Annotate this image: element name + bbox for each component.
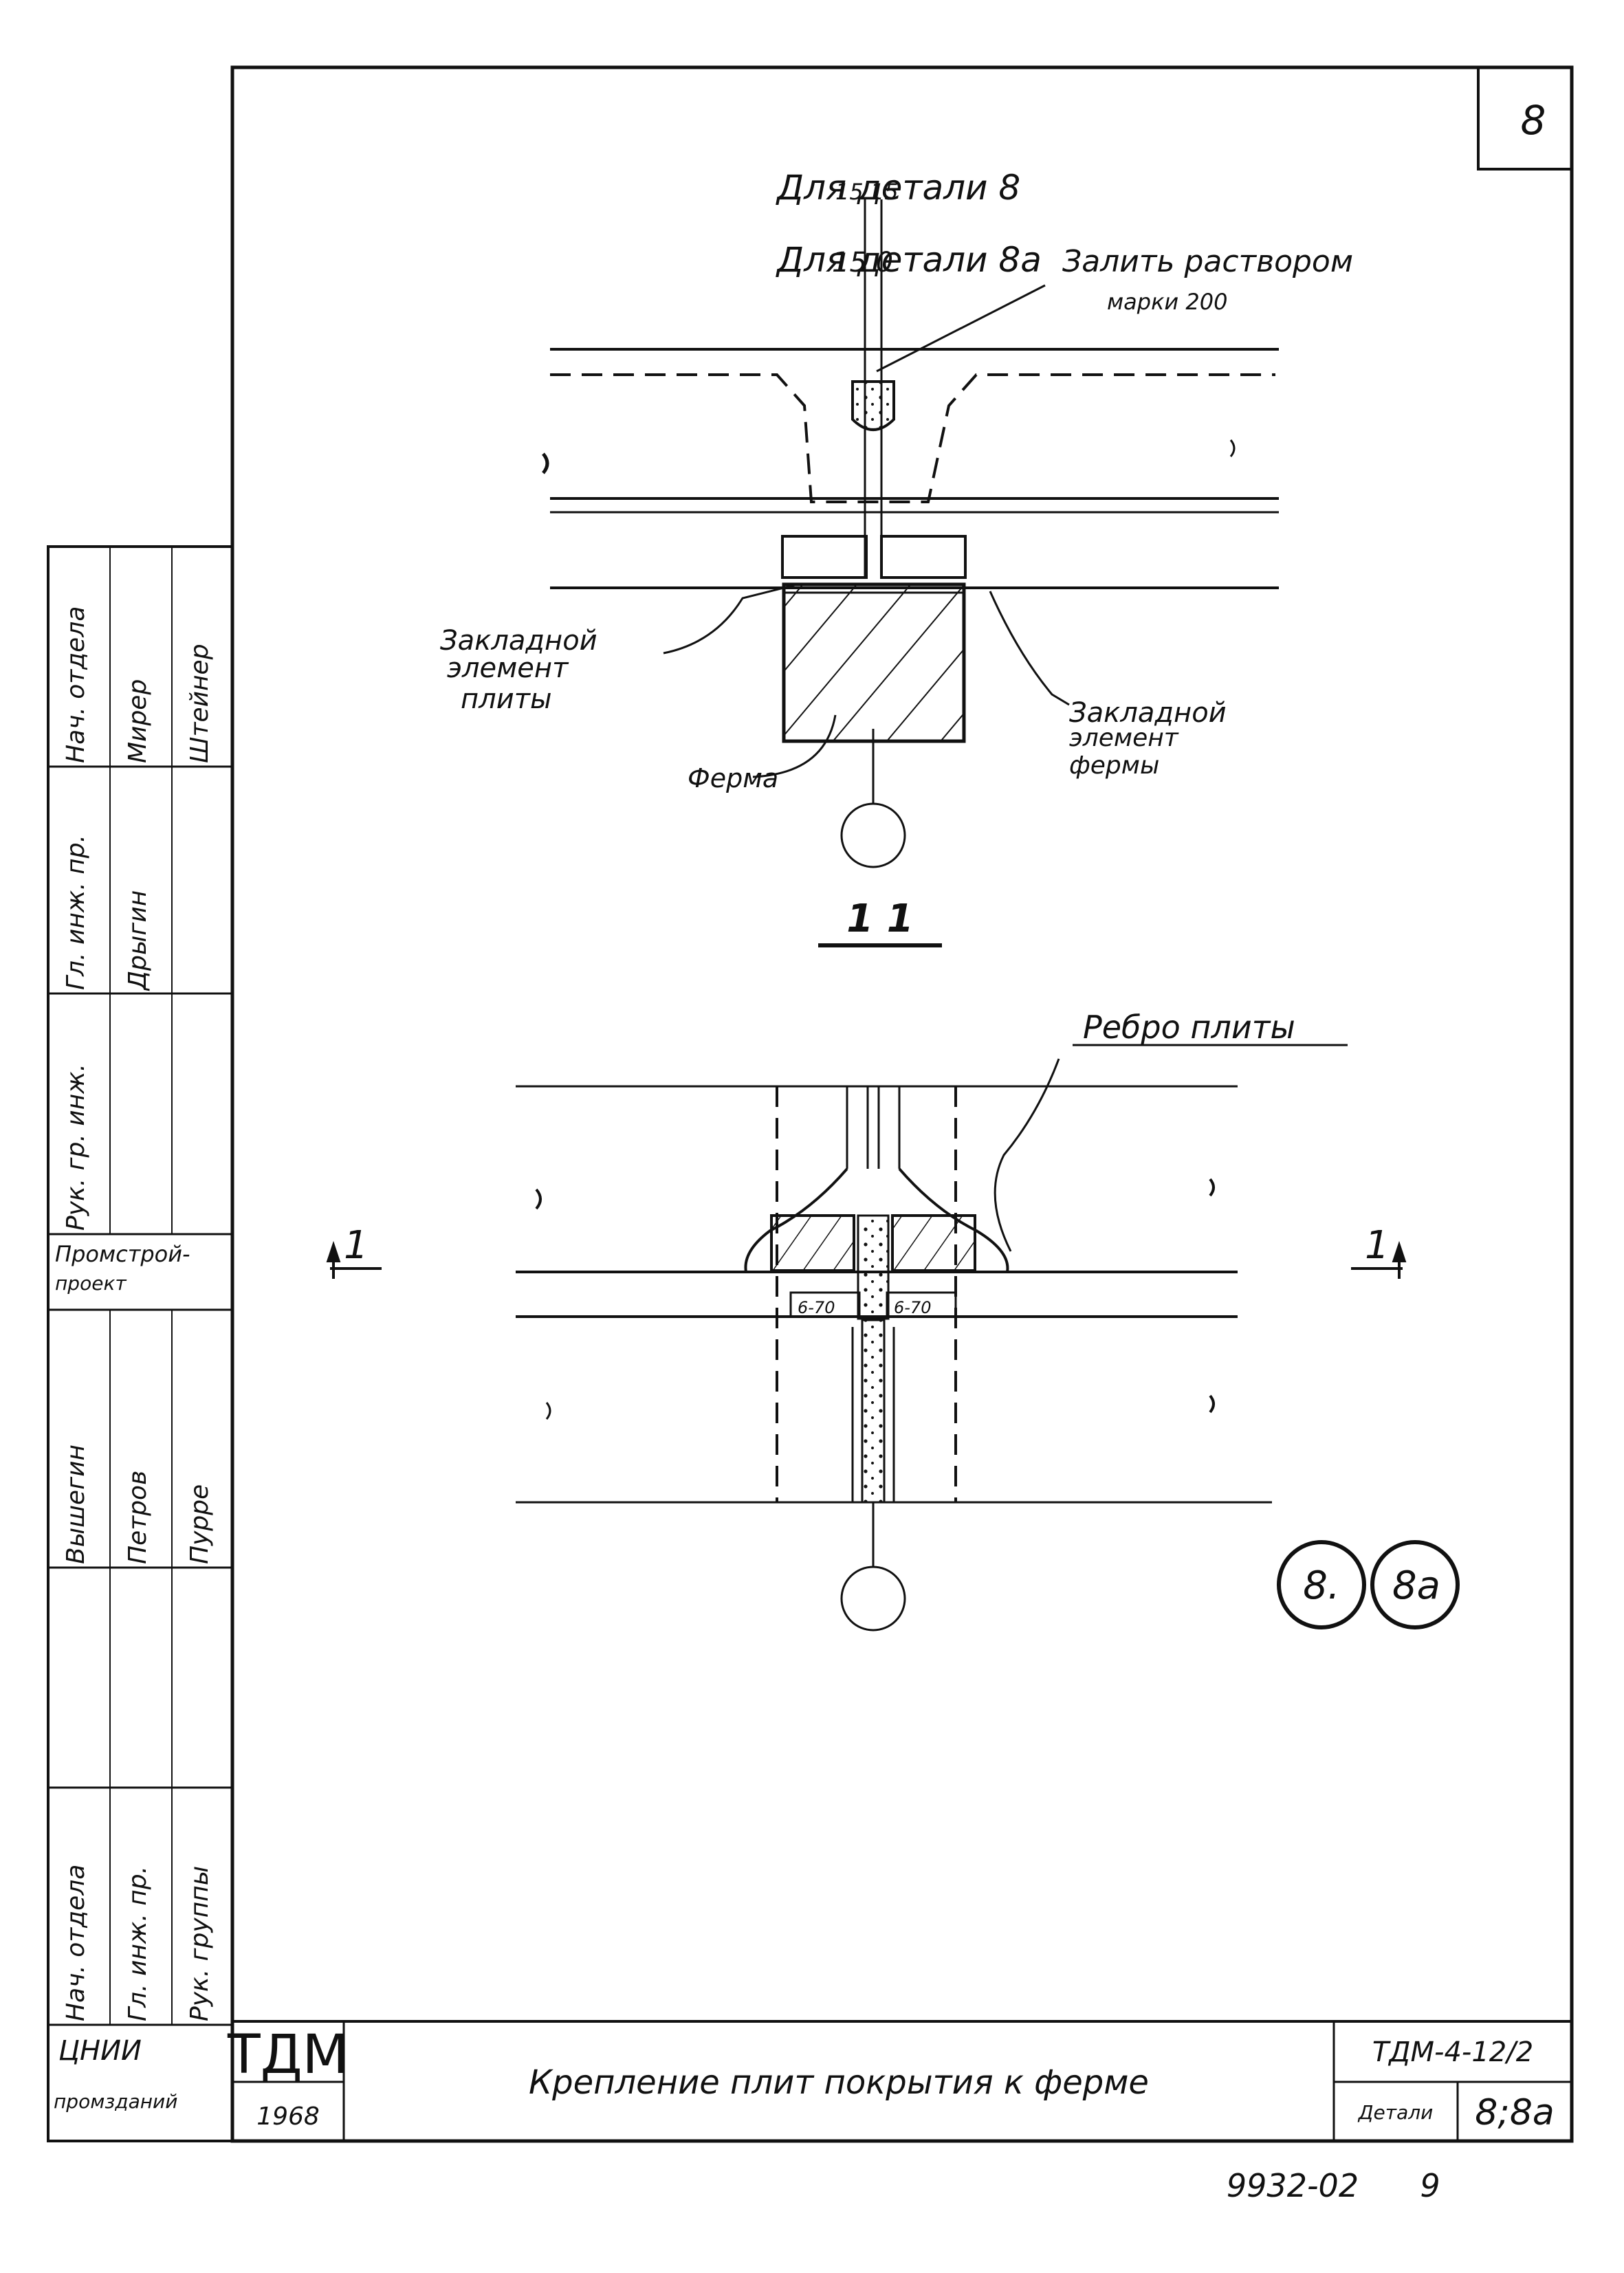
name-petrov: Петров: [124, 1470, 152, 1564]
weld-left: 6-70: [798, 1298, 835, 1317]
logo-tdm: ТДМ: [227, 2024, 349, 2086]
name-shteiner: Штейнер: [186, 644, 214, 763]
name-mirer: Мирер: [124, 679, 152, 763]
name-purre: Пурре: [186, 1484, 214, 1564]
marker-8-text: 8.: [1303, 1563, 1339, 1608]
role-head-dept-2: Нач. отдела: [62, 1864, 90, 2021]
signature-strip: [47, 545, 234, 2142]
label-truss-embed-3: фермы: [1069, 751, 1159, 780]
org-promstroy-2: проект: [55, 1272, 127, 1295]
axis-bubble-upper: [840, 802, 906, 868]
detail-marker-8a: [1370, 1540, 1460, 1629]
label-detail-8a-dims: 15 0: [832, 247, 893, 278]
drawing-code: ТДМ-4-12/2: [1372, 2036, 1533, 2068]
sheet-number: 8: [1521, 97, 1546, 144]
marker-8a-text: 8а: [1392, 1563, 1440, 1608]
plan-view: [326, 1044, 1460, 1632]
weld-right: 6-70: [894, 1298, 931, 1317]
axis-bubble-lower: [840, 1566, 906, 1632]
page-number: 9: [1420, 2167, 1440, 2204]
detail-marker-8: [1277, 1540, 1366, 1629]
elevation-view: [542, 199, 1279, 947]
label-detail-8a: Для детали 8а: [776, 240, 1042, 280]
role-group-lead-1: Рук. гр. инж.: [62, 1063, 90, 1231]
label-plate-embed-2: элемент: [447, 652, 569, 684]
label-rib: Ребро плиты: [1083, 1009, 1295, 1046]
section-label: 1 1: [846, 897, 913, 941]
org-promstroy-1: Промстрой-: [55, 1241, 190, 1267]
sheet-number-box: [1477, 66, 1573, 171]
detail-label: Детали: [1357, 2101, 1434, 2124]
role-group-lead-2: Рук. группы: [186, 1865, 214, 2021]
title-year: 1968: [256, 2102, 320, 2131]
drawing-title: Крепление плит покрытия к ферме: [529, 2063, 1149, 2102]
sheet-frame: [47, 65, 1574, 2143]
label-plate-embed-3: плиты: [461, 683, 552, 715]
cut-mark-right: 1: [1365, 1223, 1390, 1268]
cut-mark-left: 1: [344, 1223, 369, 1268]
label-truss-embed-2: элемент: [1069, 724, 1179, 752]
label-plate-embed-1: Закладной: [440, 625, 597, 657]
org-tsnii-2: промзданий: [54, 2090, 178, 2113]
archive-number: 9932-02: [1227, 2167, 1359, 2204]
label-truss: Ферма: [688, 763, 778, 793]
role-head-dept-1: Нач. отдела: [62, 606, 90, 763]
detail-value: 8;8а: [1475, 2092, 1555, 2133]
name-drygin: Дрыгин: [124, 890, 152, 990]
name-vyshegin: Вышегин: [62, 1444, 90, 1564]
label-detail-8-dims: 15 15: [835, 179, 899, 205]
role-chief-eng-1: Гл. инж. пр.: [62, 834, 90, 990]
label-detail-8: Для детали 8: [776, 168, 1020, 208]
label-fill-mortar: Залить раствором: [1062, 244, 1353, 279]
role-chief-eng-2: Гл. инж. пр.: [124, 1865, 152, 2021]
label-truss-embed-1: Закладной: [1069, 697, 1227, 729]
org-tsnii-1: ЦНИИ: [58, 2035, 142, 2067]
label-mortar-grade: марки 200: [1107, 289, 1227, 315]
